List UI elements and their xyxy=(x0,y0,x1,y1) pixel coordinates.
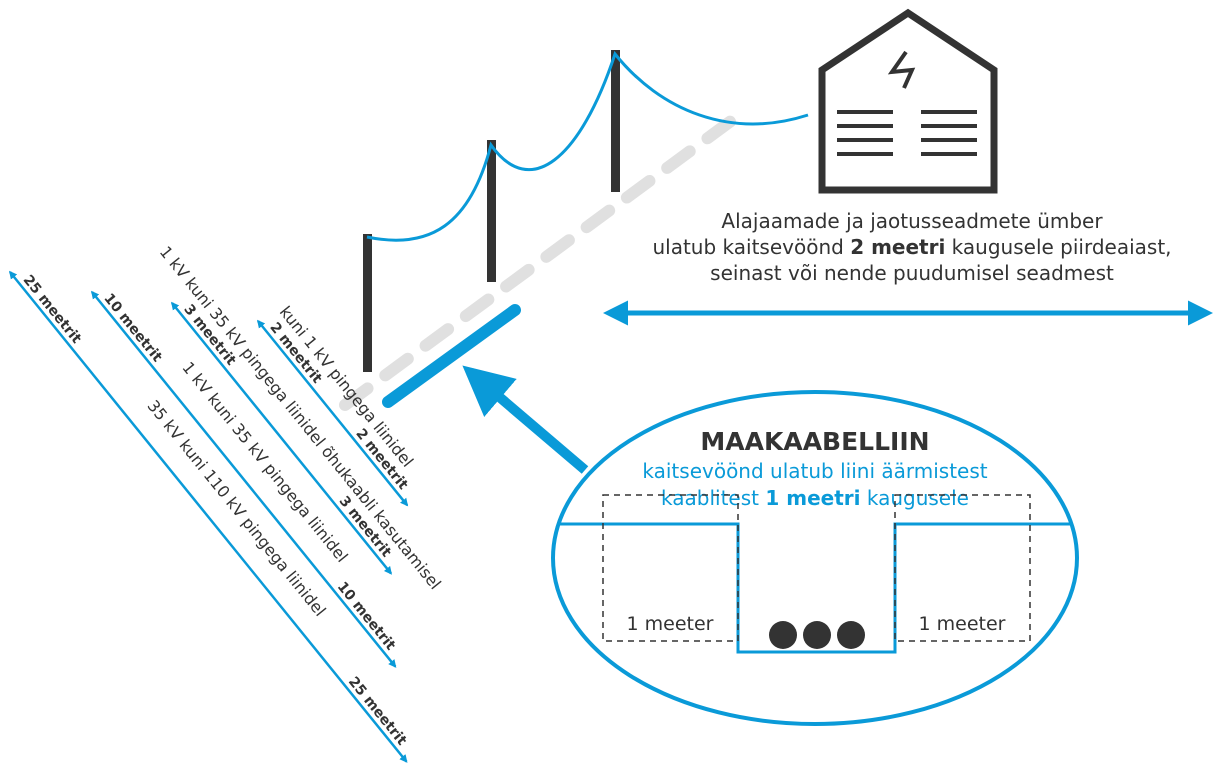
overhead-wire xyxy=(366,50,809,242)
zone-bottom-label: 10 meetrit xyxy=(334,579,399,654)
utility-pole-icon xyxy=(487,140,496,282)
zone-arrow xyxy=(8,270,408,763)
cable-conductor-icon xyxy=(803,621,831,649)
substation-caption-line3: seinast või nende puudumisel seadmest xyxy=(710,261,1114,285)
zone-3m: 3 meetrit 3 meetrit 1 kV kuni 35 kV ping… xyxy=(156,242,445,593)
substation-caption-line1: Alajaamade ja jaotusseadmete ümber xyxy=(721,209,1103,233)
zone-description: kuni 1 kV pingega liinidel xyxy=(276,302,417,470)
underground-title: MAAKAABELLIIN xyxy=(700,427,929,456)
underground-desc-line2: kaablitest 1 meetri kaugusele xyxy=(661,486,969,510)
trench-profile xyxy=(560,522,1072,654)
left-zone-box xyxy=(602,494,739,642)
left-zone-label: 1 meeter xyxy=(627,613,714,635)
zone-bottom-label: 25 meetrit xyxy=(345,674,410,749)
callout-pointer-arrow xyxy=(462,365,589,474)
substation-caption-line2: ulatub kaitsevöönd 2 meetri kaugusele pi… xyxy=(652,235,1171,259)
cable-conductor-icon xyxy=(769,621,797,649)
lightning-icon xyxy=(887,50,916,89)
cable-conductor-icon xyxy=(837,621,865,649)
zone-top-label: 10 meetrit xyxy=(100,291,165,366)
underground-cable-path xyxy=(339,112,741,411)
right-zone-label: 1 meeter xyxy=(919,613,1006,635)
zone-top-label: 25 meetrit xyxy=(20,272,85,347)
right-zone-box xyxy=(894,494,1031,642)
underground-desc-line1: kaitsevöönd ulatub liini äärmistest xyxy=(642,459,987,483)
substation-building-icon xyxy=(818,8,998,194)
utility-pole-icon xyxy=(363,234,372,372)
underground-cable-highlight xyxy=(382,304,521,408)
zone-description: 1 kV kuni 35 kV pingega liinidel õhukaab… xyxy=(156,242,445,593)
zone-10m: 10 meetrit 10 meetrit 1 kV kuni 35 kV pi… xyxy=(90,291,399,668)
utility-pole-icon xyxy=(611,50,620,192)
